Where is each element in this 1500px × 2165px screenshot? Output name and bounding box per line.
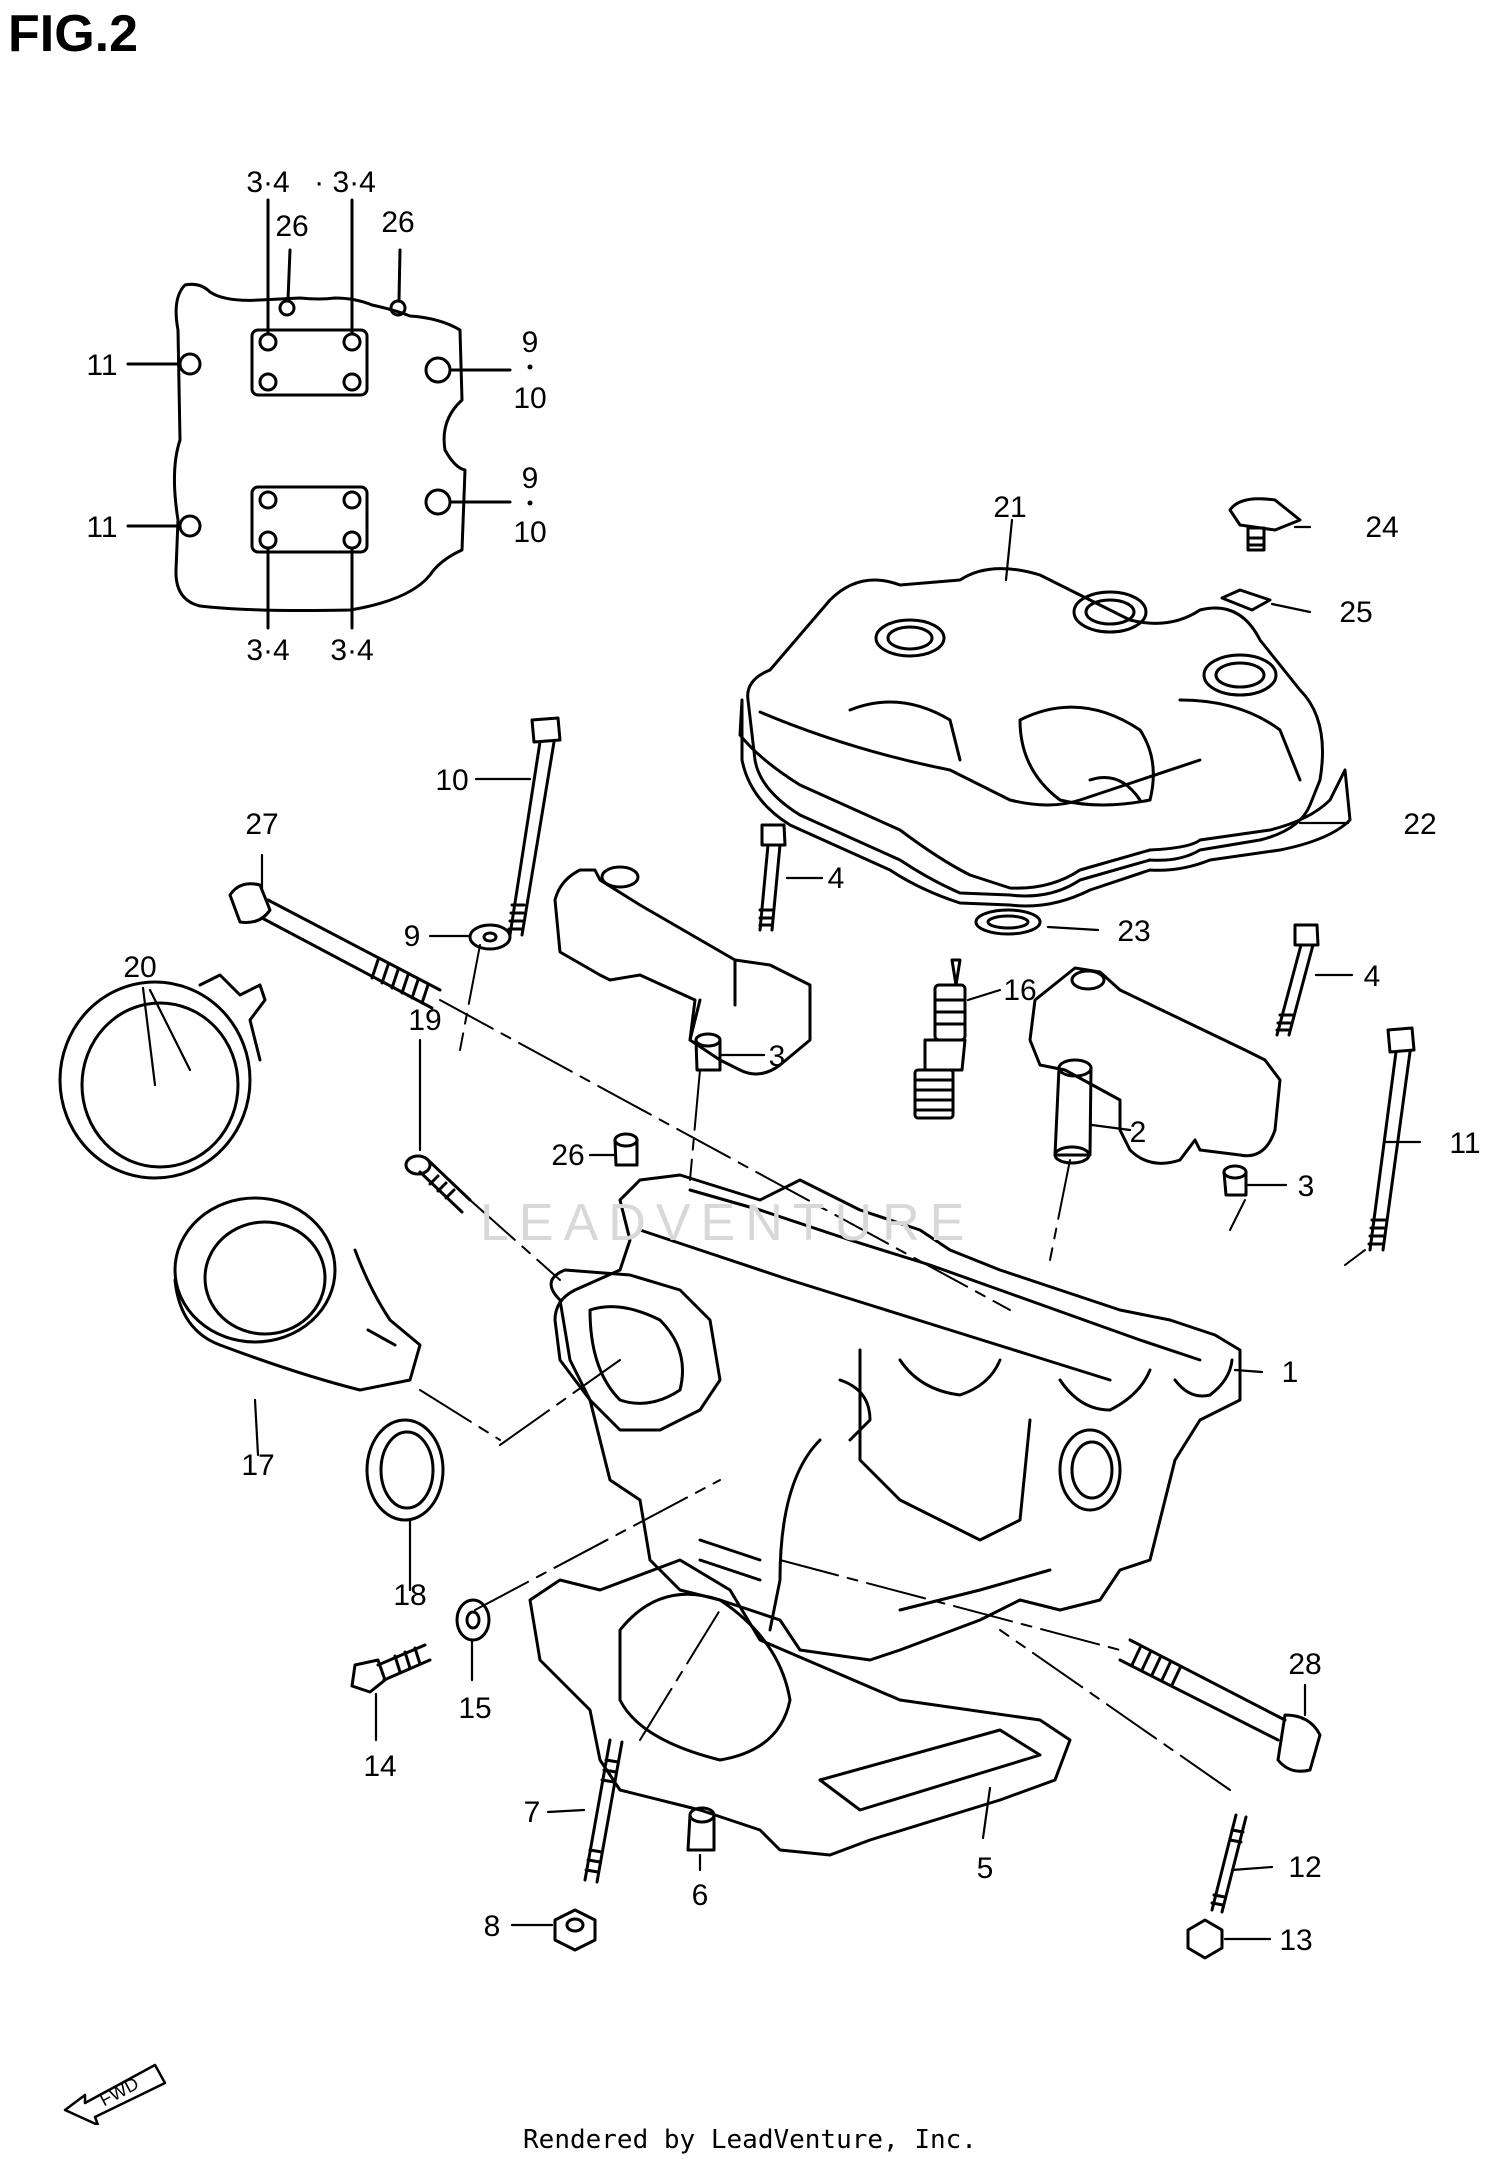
screw-19 [404, 1154, 472, 1214]
callout-7: 7 [524, 1796, 541, 1829]
callout-15: 15 [458, 1692, 491, 1725]
callout-1: 1 [1282, 1356, 1299, 1389]
render-credit: Rendered by LeadVenture, Inc. [523, 2125, 977, 2155]
callout-14: 14 [363, 1750, 396, 1783]
nut-13 [1186, 1918, 1224, 1960]
callout-11: 11 [1449, 1127, 1480, 1160]
callout-16: 16 [1003, 974, 1036, 1007]
head-bolt-pattern-inset [126, 198, 512, 630]
callout-2: 2 [1130, 1116, 1147, 1149]
spark-plug [913, 958, 967, 1120]
cover-cap-bolt [1228, 497, 1302, 552]
inset-label-11-lower: 11 [86, 511, 117, 544]
callout-10: 10 [435, 764, 468, 797]
washer-9 [468, 923, 512, 951]
dowel-pin-6 [686, 1806, 716, 1852]
inset-label-9-lower: 9 [522, 462, 539, 495]
callout-3b: 3 [1298, 1170, 1315, 1203]
holder-bolt-right [1275, 923, 1320, 1037]
callout-21: 21 [993, 491, 1026, 524]
bolt-14 [350, 1643, 432, 1694]
forward-direction-arrow-icon: FWD [63, 2063, 167, 2125]
inset-label-3-4-bottom-right: 3·4 [330, 634, 373, 667]
plug-sleeve [1053, 1058, 1093, 1165]
callout-23: 23 [1117, 915, 1150, 948]
dowel-pin-26 [613, 1132, 639, 1167]
callout-27: 27 [245, 808, 278, 841]
callout-6: 6 [692, 1879, 709, 1912]
callout-13: 13 [1279, 1924, 1312, 1957]
inset-label-10-lower: 10 [513, 516, 546, 549]
exhaust-port-flange [549, 1268, 722, 1432]
inset-label-11-upper: 11 [86, 349, 117, 382]
callout-9: 9 [404, 920, 421, 953]
inset-label-9-upper: 9 [522, 326, 539, 359]
through-bolt-28 [1118, 1638, 1322, 1773]
callout-26: 26 [551, 1139, 584, 1172]
inset-label-26-left: 26 [275, 210, 308, 243]
stud-bolt-7 [583, 1738, 624, 1884]
callout-18: 18 [393, 1579, 426, 1612]
callout-8: 8 [484, 1910, 501, 1943]
callout-5: 5 [977, 1852, 994, 1885]
watermark: LEADVENTURE [480, 1194, 974, 1252]
head-cover-gasket [738, 698, 1352, 908]
stud-bolt-12 [1210, 1813, 1248, 1914]
callout-22: 22 [1403, 808, 1436, 841]
inset-label-3-4-bottom-left: 3·4 [246, 634, 289, 667]
dowel-pin-3b [1222, 1164, 1248, 1197]
inset-label-10-upper: 10 [513, 382, 546, 415]
callout-24: 24 [1365, 511, 1398, 544]
callout-4b: 4 [1364, 960, 1381, 993]
holder-bolt-left [758, 823, 787, 932]
long-head-bolt-10 [507, 716, 562, 937]
callout-4a: 4 [828, 862, 845, 895]
callout-17: 17 [241, 1449, 274, 1482]
intake-o-ring [365, 1418, 445, 1522]
intake-pipe [173, 1196, 422, 1392]
hose-clamp [58, 973, 267, 1180]
camshaft-holder-right [1028, 966, 1282, 1165]
inset-label-26-right: 26 [381, 206, 414, 239]
callout-28: 28 [1288, 1648, 1321, 1681]
long-head-bolt-11 [1367, 1026, 1416, 1252]
callout-3a: 3 [769, 1040, 786, 1073]
callout-19: 19 [408, 1004, 441, 1037]
figure-title: FIG.2 [8, 5, 139, 63]
cap-bolt-washer [1220, 588, 1272, 612]
callout-20: 20 [123, 951, 156, 984]
plug-seal-ring [974, 908, 1042, 936]
through-bolt-27 [228, 882, 442, 1010]
inset-label-3-4-top-left: 3·4 [246, 166, 289, 199]
callout-12: 12 [1288, 1851, 1321, 1884]
nut-8 [553, 1908, 597, 1952]
cylinder-head-cover [746, 567, 1324, 898]
callout-25: 25 [1339, 596, 1372, 629]
inset-label-3-4-top-right: · 3·4 [314, 166, 376, 199]
